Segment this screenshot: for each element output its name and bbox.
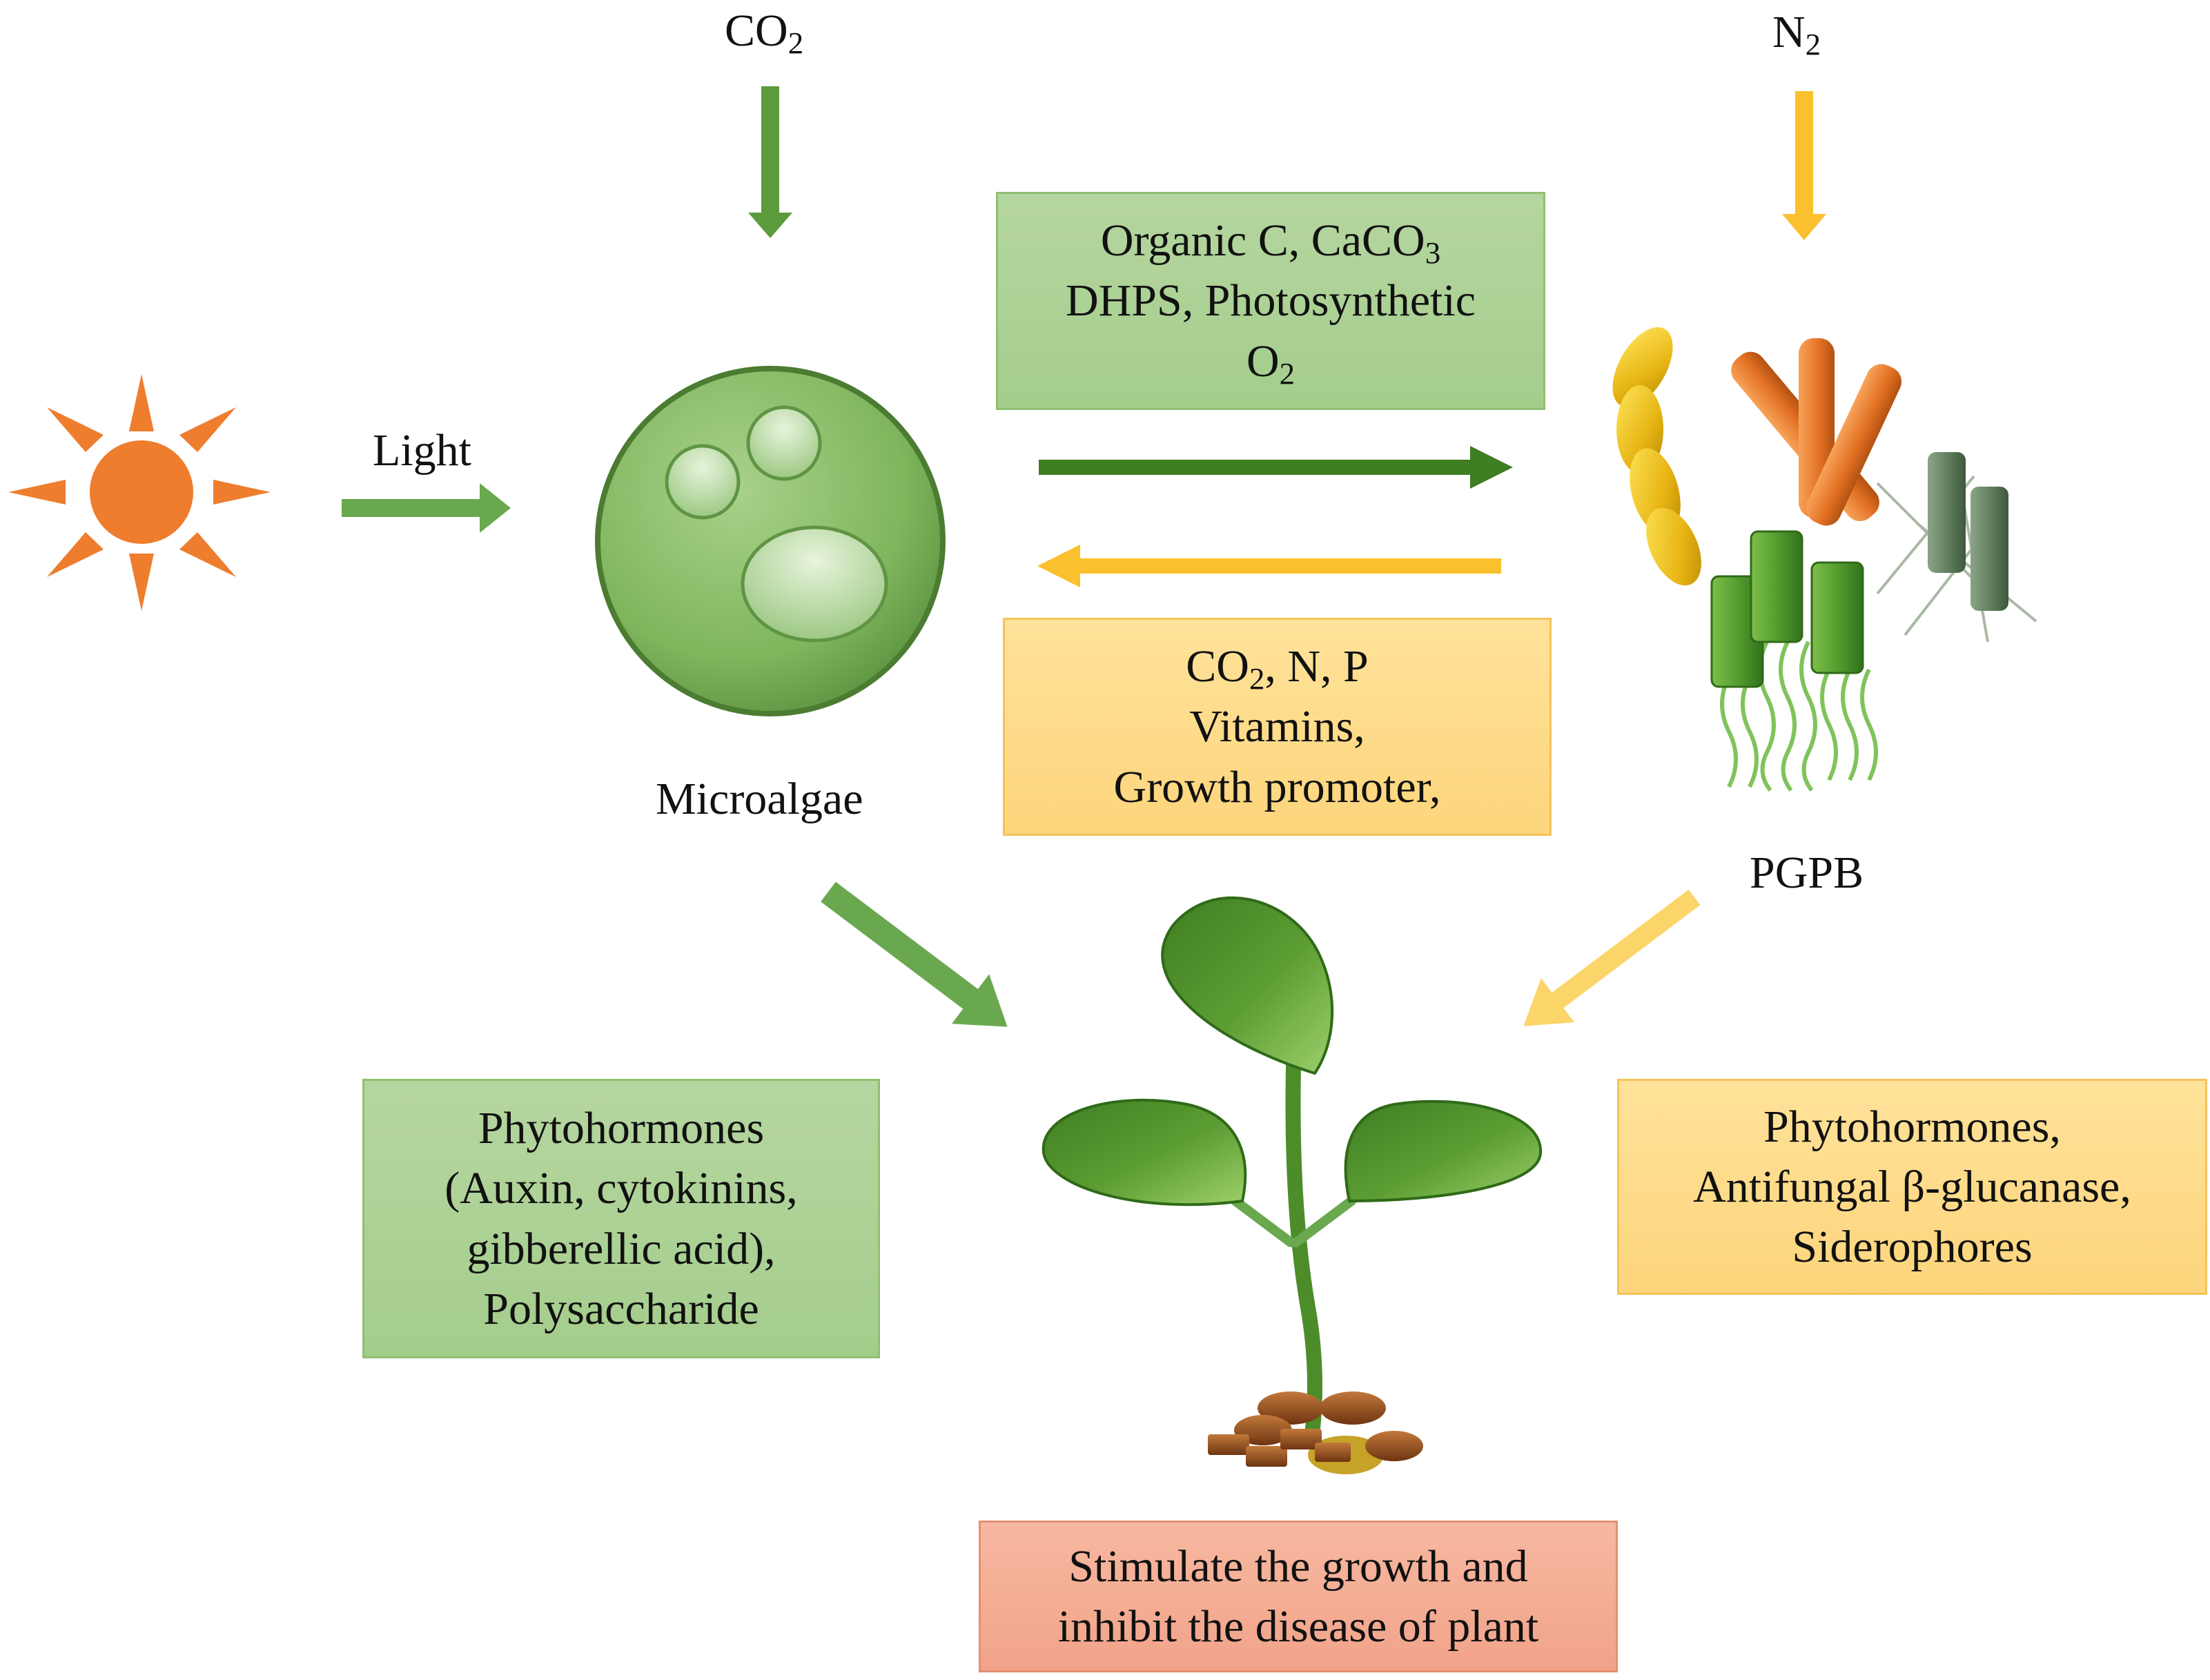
microalgae-label: Microalgae	[656, 774, 863, 824]
plant-icon	[1042, 896, 1543, 1474]
light-label: Light	[373, 425, 471, 476]
co2-arrow	[748, 86, 792, 238]
pgpb-bacteria-icon	[1612, 327, 2037, 792]
nutrient-exchange-box: CO2, N, P Vitamins, Growth promoter,	[1003, 618, 1552, 836]
sun-icon	[8, 374, 271, 611]
n2-arrow	[1782, 91, 1826, 240]
n2-label: N2	[1772, 7, 1821, 62]
microalgae-to-plant-arrow	[821, 881, 1008, 1027]
light-arrow	[342, 483, 511, 533]
arrow-to-microalgae	[1037, 545, 1501, 587]
arrow-to-pgpb	[1039, 446, 1513, 489]
microalgae-products-box: Phytohormones (Auxin, cytokinins, gibber…	[362, 1079, 880, 1358]
pgpb-to-plant-arrow	[1523, 889, 1701, 1026]
pgpb-products-box: Phytohormones, Antifungal β-glucanase, S…	[1617, 1079, 2207, 1295]
microalgae-cell-icon	[595, 366, 946, 716]
pgpb-label: PGPB	[1750, 848, 1864, 898]
co2-label: CO2	[725, 6, 804, 61]
outcome-box: Stimulate the growth and inhibit the dis…	[979, 1521, 1618, 1672]
carbon-exchange-box: Organic C, CaCO3 DHPS, Photosynthetic O2	[996, 192, 1545, 410]
